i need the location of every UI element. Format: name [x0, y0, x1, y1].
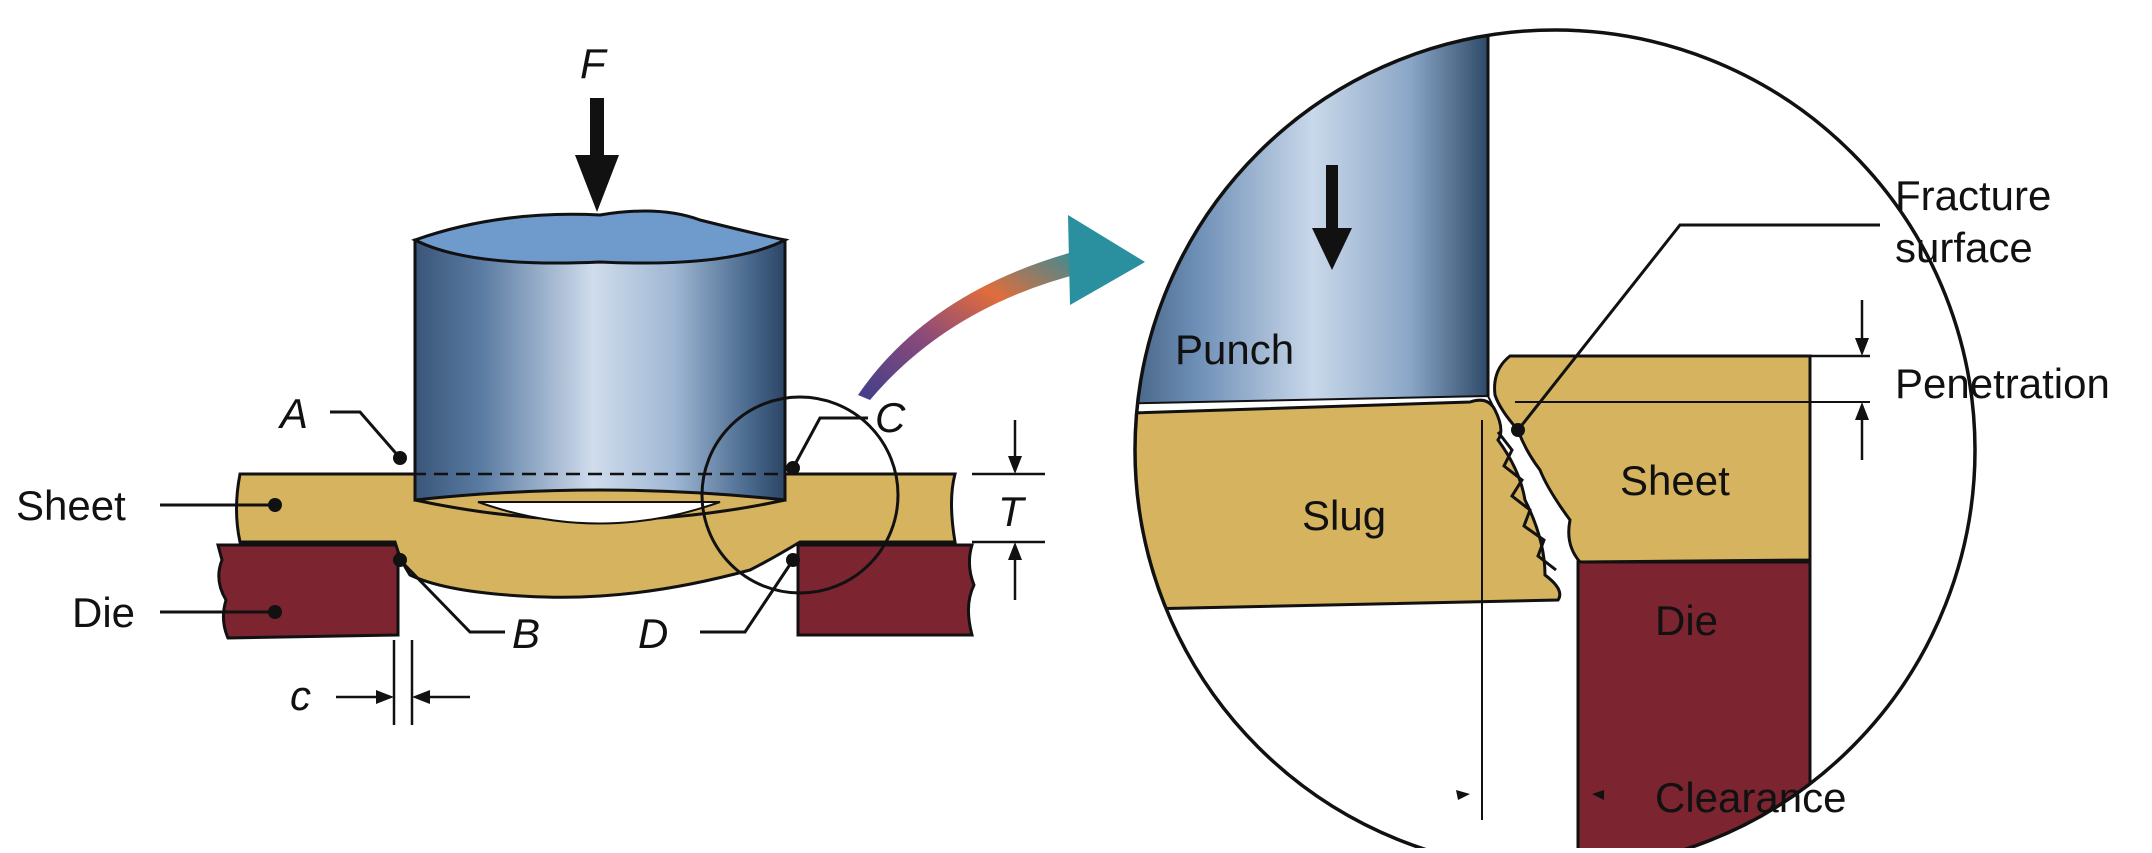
punch — [411, 209, 790, 522]
clearance-symbol-label: c — [290, 672, 311, 719]
detail-sheet-label: Sheet — [1620, 457, 1730, 504]
detail-sheet — [1493, 354, 1812, 564]
leader-c — [791, 416, 868, 469]
penetration-label: Penetration — [1895, 360, 2110, 407]
fracture-leader — [1516, 223, 1880, 431]
clearance-dimension — [336, 640, 470, 725]
sheet-strip — [235, 472, 957, 599]
sheet-label: Sheet — [16, 482, 126, 529]
force-label: F — [580, 40, 608, 87]
punch-label: Punch — [1175, 326, 1294, 373]
die-left — [216, 543, 400, 640]
fracture-label-line2: surface — [1895, 224, 2033, 271]
clearance-tick-right — [1592, 790, 1604, 800]
penetration-dimension — [1515, 300, 1870, 460]
fracture-line — [1496, 431, 1557, 572]
leader-b — [398, 558, 505, 634]
detail-circle-outline — [1133, 28, 1977, 853]
detail-circle — [700, 395, 900, 595]
clearance-tick-left — [1456, 790, 1470, 800]
clearance-label: Clearance — [1655, 774, 1846, 821]
point-c-label: C — [875, 394, 906, 441]
thickness-dimension — [972, 420, 1045, 600]
leader-a — [330, 410, 402, 459]
die-label: Die — [72, 589, 135, 636]
detail-view — [1135, 30, 1812, 853]
slug-label: Slug — [1302, 492, 1386, 539]
die-right — [796, 543, 976, 637]
fracture-label-line1: Fracture — [1895, 172, 2051, 219]
force-arrow — [575, 98, 619, 212]
point-a-label: A — [277, 390, 308, 437]
point-b-label: B — [512, 610, 540, 657]
thickness-symbol-label: T — [998, 488, 1027, 535]
zoom-arrow — [858, 215, 1145, 400]
leader-d — [700, 559, 795, 634]
detail-die-label: Die — [1655, 597, 1718, 644]
point-d-label: D — [638, 610, 668, 657]
